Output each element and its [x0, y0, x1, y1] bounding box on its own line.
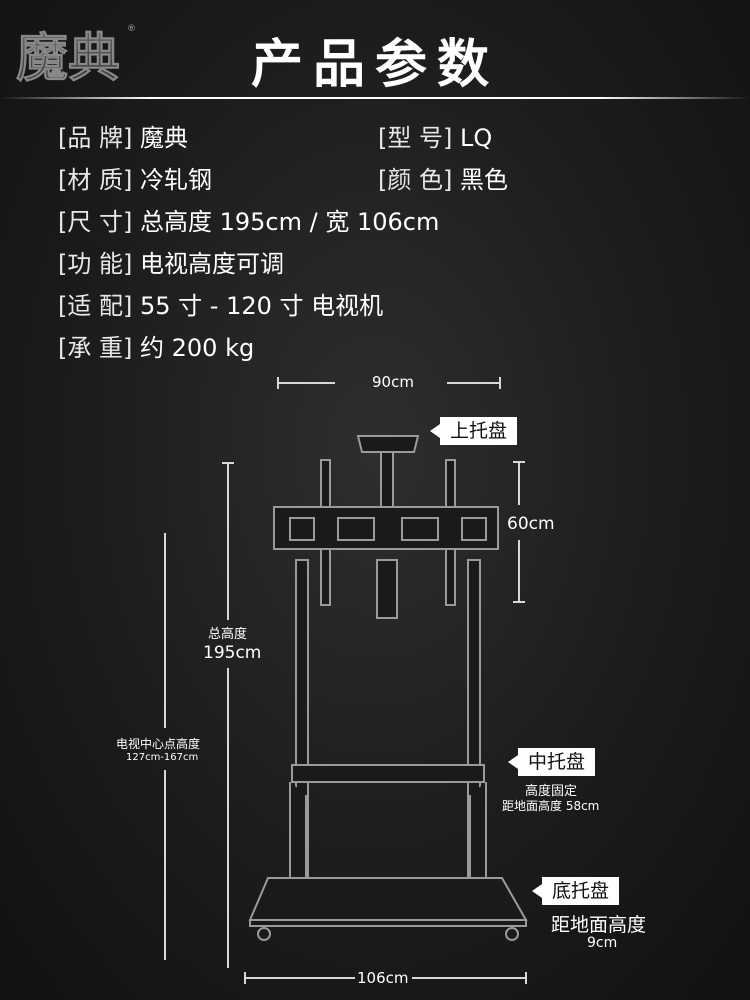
- spec-label-fit: [适 配]: [58, 292, 133, 320]
- top-tray-tag: 上托盘: [429, 417, 518, 445]
- middle-tray-note-height: 距地面高度 58cm: [502, 799, 600, 813]
- top-tray-post: [380, 451, 394, 509]
- total-height-value: 195cm: [203, 643, 262, 663]
- spec-label-material: [材 质]: [58, 166, 133, 194]
- brand-logo-graphic: 魔典: [16, 28, 121, 90]
- spec-value-function: 电视高度可调: [140, 250, 284, 278]
- spec-color: [颜 色] 黑色: [378, 160, 508, 195]
- spec-value-load: 约 200 kg: [140, 334, 255, 362]
- registered-mark: ®: [127, 24, 136, 34]
- spec-label-size: [尺 寸]: [58, 208, 133, 236]
- spec-value-size: 总高度 195cm / 宽 106cm: [140, 208, 440, 236]
- spec-label-model: [型 号]: [378, 124, 453, 152]
- spec-value-material: 冷轧钢: [140, 166, 212, 194]
- page-title: 产品参数: [250, 35, 499, 95]
- spec-model: [型 号] LQ: [378, 118, 492, 153]
- spec-row: [功 能] 电视高度可调: [58, 244, 284, 278]
- spec-label-load: [承 重]: [58, 334, 133, 362]
- middle-tray-note-fixed: 高度固定: [525, 784, 578, 799]
- spec-value-color: 黑色: [460, 166, 508, 194]
- spec-label-function: [功 能]: [58, 250, 133, 278]
- bottom-width-label: 106cm: [357, 969, 409, 987]
- bottom-tray-tag: 底托盘: [531, 877, 620, 905]
- total-height-caption: 总高度: [208, 627, 248, 642]
- center-height-range: 127cm-167cm: [126, 752, 199, 763]
- spec-value-fit: 55 寸 - 120 寸 电视机: [140, 292, 384, 320]
- svg-text:魔典: 魔典: [16, 28, 120, 86]
- spec-label-brand: [品 牌]: [58, 124, 133, 152]
- top-width-label: 90cm: [372, 373, 414, 391]
- top-tray-shape: [356, 435, 420, 453]
- wheel: [257, 927, 271, 941]
- spec-row: [品 牌] 魔典 [型 号] LQ: [58, 118, 492, 152]
- base-tray-shape: [248, 877, 528, 921]
- bracket-height-label: 60cm: [507, 514, 555, 534]
- wheel: [505, 927, 519, 941]
- spec-row: [适 配] 55 寸 - 120 寸 电视机: [58, 286, 383, 320]
- middle-tray-shape: [291, 764, 485, 783]
- spec-row: [材 质] 冷轧钢 [颜 色] 黑色: [58, 160, 508, 194]
- spec-value-brand: 魔典: [140, 124, 188, 152]
- brand-logo: 魔典 ®: [14, 24, 136, 90]
- center-height-caption: 电视中心点高度: [116, 737, 201, 751]
- bottom-tray-note-caption: 距地面高度: [551, 914, 647, 936]
- height-slider: [376, 559, 398, 619]
- spec-row: [尺 寸] 总高度 195cm / 宽 106cm: [58, 202, 439, 236]
- title-divider: [0, 97, 750, 99]
- spec-label-color: [颜 色]: [378, 166, 453, 194]
- bottom-tray-note-value: 9cm: [587, 935, 618, 951]
- spec-value-model: LQ: [460, 124, 493, 152]
- spec-row: [承 重] 约 200 kg: [58, 328, 254, 362]
- middle-tray-tag: 中托盘: [507, 748, 596, 776]
